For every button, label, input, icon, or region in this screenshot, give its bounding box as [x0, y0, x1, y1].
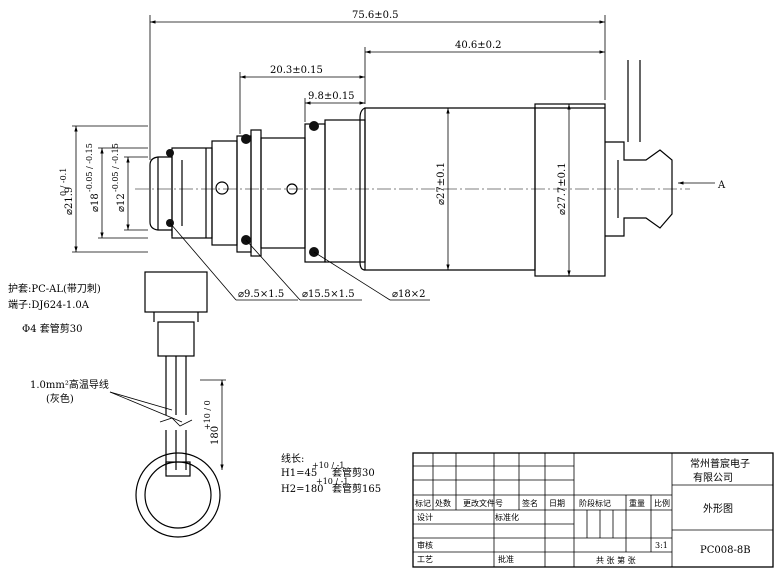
dimension-lines [72, 15, 715, 301]
h1-tail: 套管剪30 [332, 466, 375, 479]
tb-review: 审核 [417, 540, 433, 550]
h2-tol: +10 / -1 [316, 477, 348, 486]
d12-tol: -0.05 / -0.15 [111, 143, 120, 192]
oring-2-label: ⌀15.5×1.5 [302, 289, 355, 300]
view-a-label: A [717, 180, 726, 191]
d18-dim: ⌀18 [90, 193, 101, 212]
tb-date: 日期 [549, 499, 565, 508]
d27-7-dim: ⌀27.7±0.1 [557, 162, 568, 215]
tb-scale: 3:1 [655, 541, 668, 550]
title-block [412, 452, 774, 568]
overall-length-dim: 75.6±0.5 [352, 10, 399, 21]
wire-color-note: (灰色) [46, 392, 74, 405]
wire-note: 1.0mm²高温导线 [30, 378, 109, 391]
step-length-dim: 9.8±0.15 [308, 91, 355, 102]
notes: 护套:PC-AL(带刀刺) 端子:DJ624-1.0A Φ4 套管剪30 1.0… [8, 282, 381, 495]
tb-standardize: 标准化 [495, 512, 519, 522]
tb-sign: 签名 [522, 498, 538, 508]
h1-note: H1=45 [281, 468, 317, 479]
tb-stage-mark: 阶段标记 [579, 498, 611, 508]
company-name-2: 有限公司 [693, 471, 733, 484]
tube-note: Φ4 套管剪30 [22, 322, 82, 335]
oring-3-label: ⌀18×2 [392, 289, 426, 300]
title-block-texts: 标记 处数 更改文件号 签名 日期 设计 标准化 审核 工艺 批准 阶段标记 重… [415, 457, 751, 565]
h1-tol: +10 / -1 [312, 461, 344, 470]
company-name-1: 常州普宸电子 [690, 457, 750, 470]
tb-design: 设计 [417, 512, 433, 522]
tb-sheets: 共 张 第 张 [596, 555, 636, 565]
d21-9-dim: ⌀21.9 [64, 187, 75, 215]
terminal-note: 端子:DJ624-1.0A [8, 298, 90, 311]
tb-process: 工艺 [417, 555, 433, 564]
tb-approve: 批准 [498, 554, 514, 564]
sheath-note: 护套:PC-AL(带刀刺) [8, 282, 101, 295]
connector-detail [109, 271, 226, 538]
d18-tol: -0.05 / -0.15 [85, 143, 94, 192]
dimension-texts: 75.6±0.5 40.6±0.2 20.3±0.15 9.8±0.15 ⌀27… [59, 10, 726, 300]
h2-note: H2=180 [281, 484, 324, 495]
drawing-number: PC008-8B [700, 545, 751, 556]
drawing-title: 外形图 [703, 503, 733, 515]
h2-tail: 套管剪165 [332, 482, 381, 495]
tb-count: 处数 [435, 498, 451, 508]
d27-dim: ⌀27±0.1 [436, 162, 447, 205]
tb-ratio: 比例 [654, 498, 670, 508]
mid-length-dim: 20.3±0.15 [270, 65, 323, 76]
valve-body-drawing [149, 60, 673, 277]
wire-length-tol: +10 / 0 [203, 400, 212, 430]
tb-mark: 标记 [415, 498, 431, 508]
tb-weight: 重量 [629, 498, 645, 508]
body-length-dim: 40.6±0.2 [455, 40, 502, 51]
oring-1-label: ⌀9.5×1.5 [238, 289, 284, 300]
tb-change-doc: 更改文件号 [463, 498, 503, 508]
d21-9-tol: 0 / -0.1 [59, 168, 68, 196]
d12-dim: ⌀12 [116, 193, 127, 212]
wire-length-dim: 180 [210, 426, 221, 445]
length-title: 线长: [281, 452, 304, 465]
